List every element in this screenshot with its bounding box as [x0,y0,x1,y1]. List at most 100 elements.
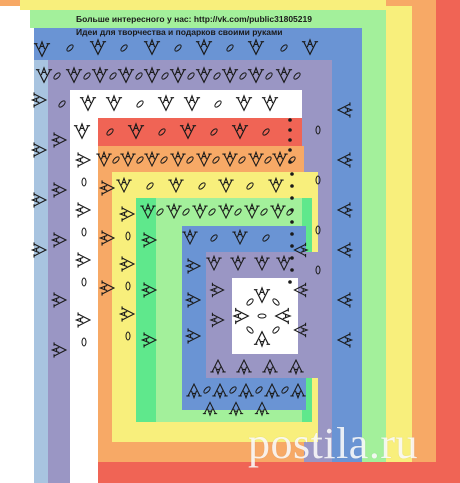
dc-cluster-symbol [218,202,234,220]
dc-cluster-symbol [157,94,175,112]
chain-stitch-symbol [58,100,66,108]
dc-cluster-symbol [247,66,265,84]
chain-stitch-symbol [264,156,272,164]
chain-stitch-symbol [265,72,273,80]
slip-stitch-symbol [290,208,294,212]
dc-cluster-symbol [232,307,250,325]
dc-cluster-symbol [276,254,292,272]
slip-stitch-symbol [288,118,292,122]
dc-cluster-symbol [74,312,92,328]
dc-cluster-symbol [179,122,197,140]
dc-cluster-symbol [120,150,136,168]
dc-cluster-symbol [186,382,202,400]
dc-cluster-symbol [272,150,288,168]
dc-cluster-symbol [30,92,48,108]
chain-stitch-symbol [262,128,270,136]
dc-cluster-symbol [209,312,225,328]
dc-cluster-symbol [238,382,254,400]
round-lightgreen-right [362,0,386,483]
dc-cluster-symbol [232,228,248,246]
dc-cluster-symbol [98,180,116,196]
dc-cluster-symbol [222,150,238,168]
dc-cluster-symbol [253,330,271,348]
chain-stitch-symbol [238,156,246,164]
dc-cluster-symbol [35,66,53,84]
dc-cluster-symbol [50,292,68,308]
chain-stitch-symbol [125,231,131,241]
watermark: postila.ru [248,419,418,468]
dc-cluster-symbol [50,182,68,198]
dc-cluster-symbol [244,202,260,220]
chain-stitch-symbol [203,386,211,394]
dc-cluster-symbol [74,252,92,268]
chain-stitch-symbol [272,298,280,306]
dc-cluster-symbol [254,254,270,272]
dc-cluster-symbol [336,292,354,308]
chain-stitch-symbol [239,72,247,80]
chain-stitch-symbol [106,128,114,136]
chain-stitch-symbol [255,386,263,394]
chain-stitch-symbol [246,182,254,190]
dc-cluster-symbol [118,206,136,222]
dc-cluster-symbol [293,282,309,298]
chain-stitch-symbol [174,44,182,52]
dc-cluster-symbol [336,332,354,348]
dc-cluster-symbol [218,176,234,194]
chain-stitch-symbol [272,326,280,334]
chain-stitch-symbol [186,156,194,164]
dc-cluster-symbol [212,382,228,400]
chain-stitch-symbol [136,156,144,164]
dc-cluster-symbol [170,150,186,168]
chain-stitch-symbol [212,156,220,164]
slip-stitch-symbol [290,268,294,272]
chain-stitch-symbol [81,337,87,347]
dc-cluster-symbol [184,292,202,308]
chain-stitch-symbol [234,208,242,216]
dc-cluster-symbol [182,228,198,246]
dc-cluster-symbol [143,38,161,56]
dc-cluster-symbol [235,94,253,112]
dc-cluster-symbol [30,242,48,258]
dc-cluster-symbol [275,66,293,84]
round-red-right [436,0,460,483]
chain-stitch-symbol [226,44,234,52]
chain-stitch-symbol [187,72,195,80]
dc-cluster-symbol [290,382,306,400]
dc-cluster-symbol [195,66,213,84]
slip-stitch-symbol [288,128,292,132]
round-orange-right [412,0,436,483]
dc-cluster-symbol [118,306,136,322]
slip-stitch-symbol [290,256,294,260]
chain-stitch-symbol [210,234,218,242]
dc-cluster-symbol [268,176,284,194]
chain-stitch-symbol [246,326,254,334]
chain-stitch-symbol [158,128,166,136]
chain-stitch-symbol [81,227,87,237]
dc-cluster-symbol [236,358,252,376]
dc-cluster-symbol [74,152,92,168]
chain-stitch-symbol [315,175,321,185]
chain-stitch-symbol [112,156,120,164]
dc-cluster-symbol [192,202,208,220]
dc-cluster-symbol [293,242,309,258]
slip-stitch-symbol [290,184,294,188]
dc-cluster-symbol [118,256,136,272]
dc-cluster-symbol [89,38,107,56]
chain-stitch-symbol [246,298,254,306]
chain-stitch-symbol [81,177,87,187]
dc-cluster-symbol [140,232,158,248]
dc-cluster-symbol [184,258,202,274]
dc-cluster-symbol [127,122,145,140]
dc-cluster-symbol [30,192,48,208]
dc-cluster-symbol [116,176,132,194]
dc-cluster-symbol [96,150,112,168]
chain-stitch-symbol [293,72,301,80]
dc-cluster-symbol [196,150,212,168]
dc-cluster-symbol [140,282,158,298]
chain-stitch-symbol [81,277,87,287]
chain-stitch-symbol [315,125,321,135]
dc-cluster-symbol [336,202,354,218]
dc-cluster-symbol [301,38,319,56]
